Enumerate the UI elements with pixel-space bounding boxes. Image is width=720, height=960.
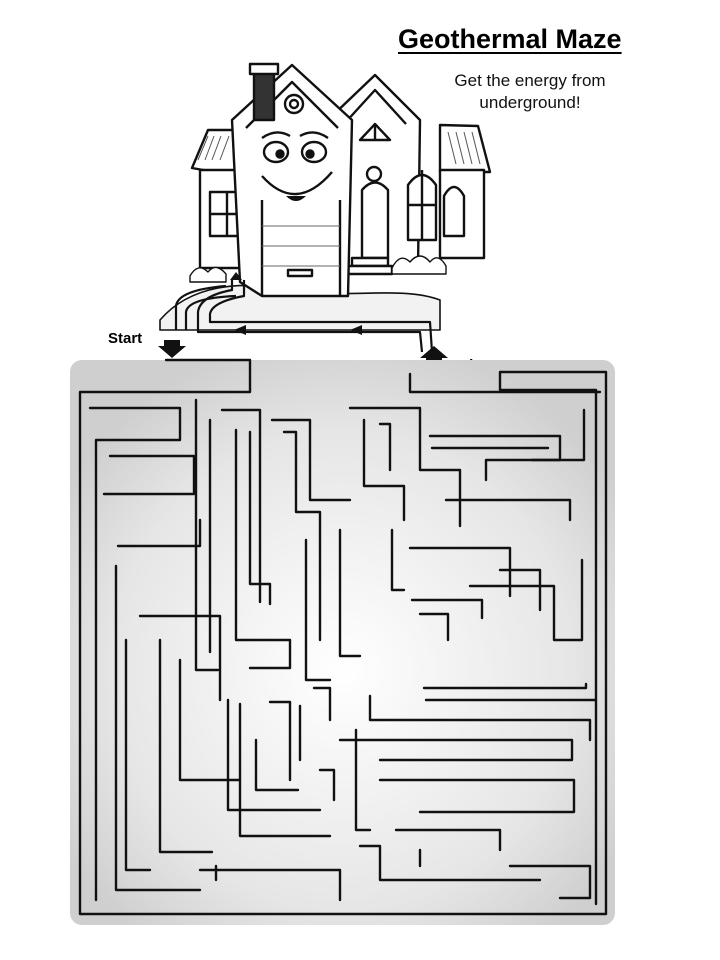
arrow-up-icon xyxy=(420,346,448,364)
maze-grid xyxy=(70,358,615,925)
page-subtitle: Get the energy from underground! xyxy=(454,71,606,112)
geothermal-pipe xyxy=(174,272,434,353)
start-label: Start xyxy=(108,330,143,347)
arrow-down-icon xyxy=(158,340,186,358)
page-title: Geothermal Maze xyxy=(398,24,622,54)
house-illustration xyxy=(159,62,492,331)
